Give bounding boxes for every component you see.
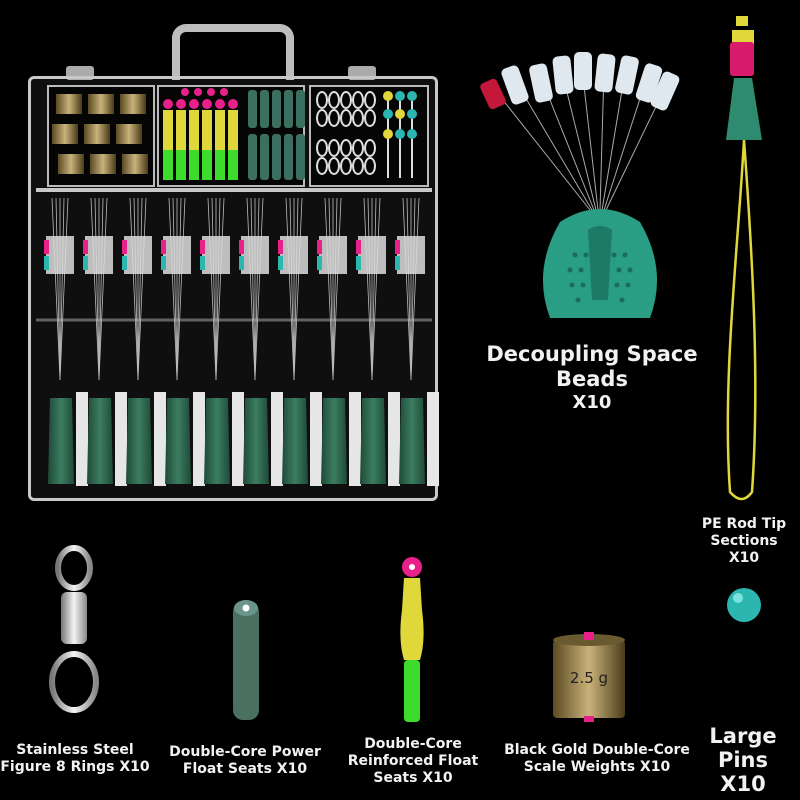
label-line: Stainless Steel [16, 742, 134, 758]
figure8-ring-illustration [49, 545, 99, 713]
box-pin-heads [383, 91, 417, 139]
label-line: Float Seats X10 [182, 760, 308, 777]
label-line: Large [709, 724, 777, 748]
label-line: Reinforced Float [347, 752, 479, 769]
box-handle [172, 24, 294, 80]
weight-marking: 2.5 g [569, 669, 609, 687]
power-float-seats-label: Double-Core Power Float Seats X10 [160, 744, 330, 778]
label-line: Double-Core Power [169, 744, 321, 760]
reinforced-float-seat-illustration [400, 557, 424, 722]
pe-rod-tip-label: PE Rod Tip Sections X10 [690, 516, 798, 566]
box-weights [52, 94, 148, 174]
quantity-label: X10 [572, 392, 612, 414]
scale-weight-illustration [553, 632, 625, 722]
label-line: Seats X10 [373, 769, 453, 786]
large-pin-illustration [727, 588, 761, 722]
pe-rod-tip-illustration [726, 16, 762, 501]
label-line: Scale Weights X10 [523, 758, 671, 775]
label-line: Beads [556, 367, 628, 392]
box-bead-strands [44, 197, 440, 487]
box-reinforced-seats [163, 88, 238, 180]
quantity-label: X10 [720, 772, 766, 797]
label-line: Black Gold Double-Core [504, 742, 690, 758]
box-power-seats [248, 90, 305, 180]
large-pins-label: Large Pins X10 [700, 724, 786, 796]
reinforced-float-seats-label: Double-Core Reinforced Float Seats X10 [338, 736, 488, 786]
power-float-seat-illustration [233, 600, 259, 720]
label-line: Sections [710, 532, 778, 549]
figure8-rings-label: Stainless Steel Figure 8 Rings X10 [0, 742, 150, 776]
label-line: Decoupling Space [486, 342, 698, 366]
scale-weights-label: Black Gold Double-Core Scale Weights X10 [494, 742, 700, 776]
label-line: Double-Core [364, 736, 462, 752]
decoupling-beads-label: Decoupling Space Beads X10 [478, 342, 706, 414]
label-line: Pins [717, 748, 769, 773]
label-line: PE Rod Tip [701, 516, 787, 532]
decoupling-beads-illustration [480, 52, 680, 318]
quantity-label: X10 [728, 549, 760, 566]
label-line: Figure 8 Rings X10 [0, 758, 150, 775]
